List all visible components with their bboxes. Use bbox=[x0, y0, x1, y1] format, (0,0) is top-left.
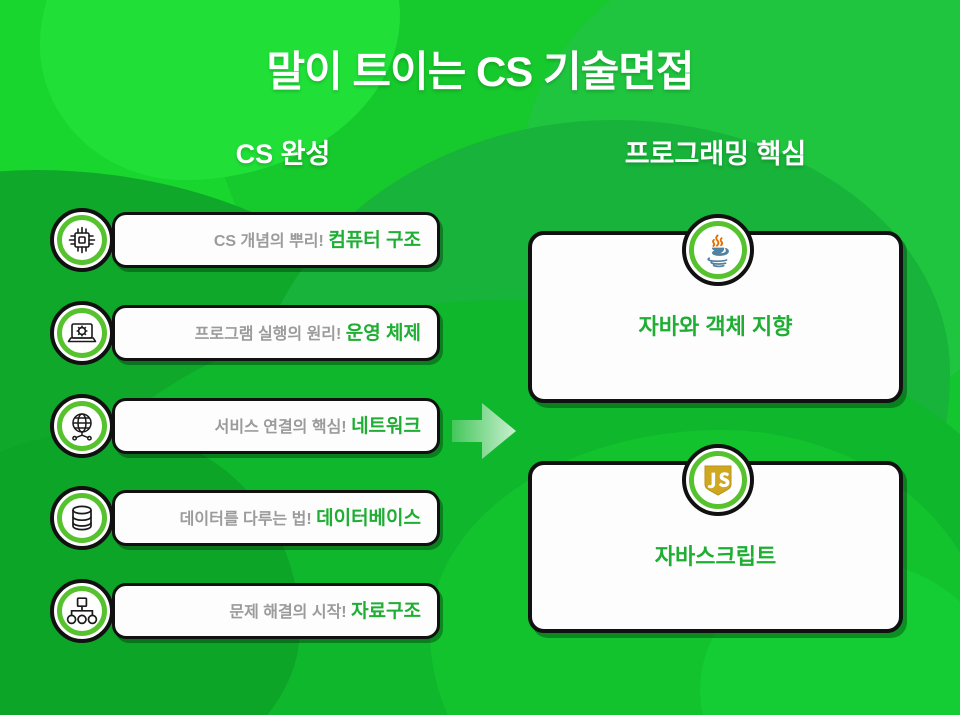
cs-card-keyword: 데이터베이스 bbox=[316, 507, 421, 529]
badge-ring bbox=[57, 308, 107, 358]
programming-panel-label: 자바와 객체 지향 bbox=[638, 314, 793, 339]
laptop-gear-icon bbox=[67, 323, 97, 343]
cs-card-lead: 데이터를 다루는 법! bbox=[179, 510, 312, 528]
cs-card-operating-system[interactable]: 프로그램 실행의 원리! 운영 체제 bbox=[112, 305, 440, 361]
left-column-title: CS 완성 bbox=[235, 139, 331, 169]
badge-ring bbox=[57, 586, 107, 636]
cs-card-text: 데이터를 다루는 법! 데이터베이스 bbox=[180, 509, 421, 528]
cs-card-badge-database bbox=[50, 486, 114, 550]
cs-card-badge-data-structure bbox=[50, 579, 114, 643]
cs-card-badge-network bbox=[50, 394, 114, 458]
badge-ring bbox=[57, 493, 107, 543]
badge-ring bbox=[57, 215, 107, 265]
globe-network-icon bbox=[72, 413, 92, 441]
programming-panel-badge-java bbox=[682, 214, 754, 286]
cs-card-computer-architecture[interactable]: CS 개념의 뿌리! 컴퓨터 구조 bbox=[112, 212, 440, 268]
cs-card-lead: CS 개념의 뿌리! bbox=[213, 232, 324, 250]
badge-ring bbox=[689, 451, 747, 509]
cs-card-badge-computer-architecture bbox=[50, 208, 114, 272]
right-column-title: 프로그래밍 핵심 bbox=[624, 139, 807, 169]
cpu-chip-icon bbox=[68, 226, 96, 254]
cs-card-text: 프로그램 실행의 원리! 운영 체제 bbox=[195, 324, 421, 343]
cs-card-network[interactable]: 서비스 연결의 핵심! 네트워크 bbox=[112, 398, 440, 454]
badge-ring bbox=[689, 221, 747, 279]
cs-card-lead: 서비스 연결의 핵심! bbox=[214, 418, 347, 436]
cs-card-keyword: 자료구조 bbox=[351, 600, 421, 622]
cs-card-database[interactable]: 데이터를 다루는 법! 데이터베이스 bbox=[112, 490, 440, 546]
java-logo-icon bbox=[707, 234, 729, 268]
programming-panel-badge-javascript bbox=[682, 444, 754, 516]
programming-panel-label: 자바스크립트 bbox=[654, 544, 777, 569]
javascript-logo-icon bbox=[704, 465, 732, 496]
cs-card-keyword: 컴퓨터 구조 bbox=[328, 229, 421, 251]
badge-ring bbox=[57, 401, 107, 451]
database-cylinder-icon bbox=[72, 505, 92, 531]
page-title: 말이 트이는 CS 기술면접 bbox=[266, 48, 694, 95]
cs-card-lead: 문제 해결의 시작! bbox=[229, 603, 347, 621]
cs-card-lead: 프로그램 실행의 원리! bbox=[194, 325, 342, 343]
cs-card-text: 서비스 연결의 핵심! 네트워크 bbox=[215, 417, 421, 436]
cs-card-text: 문제 해결의 시작! 자료구조 bbox=[229, 602, 421, 621]
cs-card-data-structure[interactable]: 문제 해결의 시작! 자료구조 bbox=[112, 583, 440, 639]
cs-card-keyword: 운영 체제 bbox=[345, 322, 421, 344]
cs-card-keyword: 네트워크 bbox=[351, 415, 421, 437]
cs-card-badge-operating-system bbox=[50, 301, 114, 365]
tree-hierarchy-icon bbox=[66, 597, 98, 625]
right-arrow-icon bbox=[452, 403, 516, 459]
cs-card-text: CS 개념의 뿌리! 컴퓨터 구조 bbox=[214, 231, 421, 250]
